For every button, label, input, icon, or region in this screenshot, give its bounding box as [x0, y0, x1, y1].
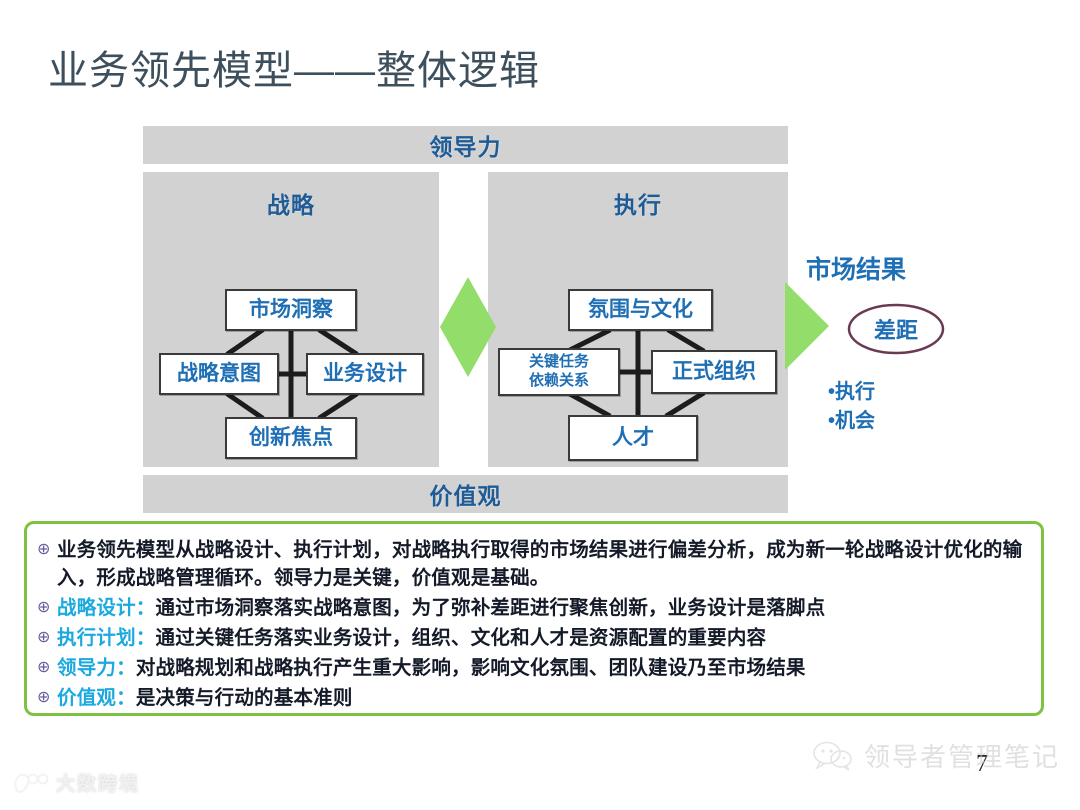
watermark-right: 领导者管理笔记: [812, 737, 1060, 774]
node-formal-organization[interactable]: 正式组织: [651, 350, 777, 394]
wechat-icon: [813, 741, 852, 771]
summary-body: 是决策与行动的基本准则: [135, 687, 353, 709]
summary-body: 对战略规划和战略执行产生重大影响，影响文化氛围、团队建设乃至市场结果: [135, 657, 806, 679]
summary-body: 通过关键任务落实业务设计，组织、文化和人才是资源配置的重要内容: [155, 627, 767, 649]
watermark-right-text: 领导者管理笔记: [863, 742, 1060, 772]
market-results-section: 市场结果 差距 •执行 •机会: [806, 250, 946, 436]
leadership-band-label: 领导力: [429, 134, 502, 160]
list-item: •机会: [828, 407, 946, 436]
result-bullet-label: 机会: [835, 410, 876, 432]
strategy-panel-label: 战略: [267, 192, 315, 218]
summary-text: 业务领先模型从战略设计、执行计划，对战略执行取得的市场结果进行偏差分析，成为新一…: [57, 536, 1027, 592]
summary-body: 业务领先模型从战略设计、执行计划，对战略执行取得的市场结果进行偏差分析，成为新一…: [57, 539, 1023, 589]
node-key-tasks-line1: 关键任务: [528, 353, 589, 371]
node-market-insight[interactable]: 市场洞察: [225, 289, 357, 331]
crosshair-bullet-icon: ⊕: [37, 689, 51, 706]
node-innovation-focus[interactable]: 创新焦点: [225, 417, 357, 459]
gap-ellipse: 差距: [846, 302, 946, 356]
market-results-bullets: •执行 •机会: [828, 378, 946, 436]
list-item: •执行: [828, 378, 946, 407]
summary-text: 执行计划：通过关键任务落实业务设计，组织、文化和人才是资源配置的重要内容: [57, 624, 1027, 652]
page-number: 7: [976, 751, 988, 777]
node-atmosphere-culture[interactable]: 氛围与文化: [568, 289, 713, 331]
summary-row: ⊕ 领导力：对战略规划和战略执行产生重大影响，影响文化氛围、团队建设乃至市场结果: [37, 654, 1027, 682]
values-band: 价值观: [143, 475, 788, 513]
gap-ellipse-icon: [847, 303, 945, 355]
brand-logo-icon: [14, 773, 48, 793]
summary-box: ⊕ 业务领先模型从战略设计、执行计划，对战略执行取得的市场结果进行偏差分析，成为…: [24, 521, 1044, 716]
summary-row: ⊕ 战略设计：通过市场洞察落实战略意图，为了弥补差距进行聚焦创新，业务设计是落脚…: [37, 594, 1027, 622]
summary-lead: 战略设计：: [57, 597, 156, 619]
summary-body: 通过市场洞察落实战略意图，为了弥补差距进行聚焦创新，业务设计是落脚点: [155, 597, 826, 619]
leadership-band: 领导力: [143, 126, 788, 164]
result-bullet-label: 执行: [835, 381, 876, 403]
node-key-tasks-line2: 依赖关系: [528, 372, 589, 389]
summary-text: 战略设计：通过市场洞察落实战略意图，为了弥补差距进行聚焦创新，业务设计是落脚点: [57, 594, 1027, 622]
summary-text: 价值观：是决策与行动的基本准则: [57, 684, 1027, 712]
values-band-label: 价值观: [429, 483, 502, 509]
node-talent[interactable]: 人才: [568, 415, 698, 461]
watermark-left: 大数跨境: [14, 769, 140, 796]
strategy-panel: 战略 市场洞察 战略意图 业务设计 创新焦点: [143, 172, 439, 467]
summary-row: ⊕ 业务领先模型从战略设计、执行计划，对战略执行取得的市场结果进行偏差分析，成为…: [37, 536, 1027, 592]
gap-label: 差距: [873, 318, 918, 343]
watermark-left-text: 大数跨境: [56, 774, 141, 795]
summary-lead: 执行计划：: [57, 627, 156, 649]
bullet-dot-icon: •: [828, 410, 836, 432]
crosshair-bullet-icon: ⊕: [37, 659, 51, 676]
execution-panel: 执行 氛围与文化 关键任务 依赖关系 正式组织 人才: [488, 172, 788, 467]
execution-panel-label: 执行: [614, 192, 662, 218]
bullet-dot-icon: •: [828, 381, 836, 403]
crosshair-bullet-icon: ⊕: [37, 599, 51, 616]
node-key-tasks[interactable]: 关键任务 依赖关系: [498, 348, 620, 396]
summary-lead: 价值观：: [57, 687, 136, 709]
page-title: 业务领先模型——整体逻辑: [48, 49, 540, 93]
market-results-title: 市场结果: [806, 256, 907, 284]
node-business-design[interactable]: 业务设计: [306, 353, 424, 395]
summary-lead: 领导力：: [57, 657, 136, 679]
crosshair-bullet-icon: ⊕: [37, 541, 51, 558]
summary-text: 领导力：对战略规划和战略执行产生重大影响，影响文化氛围、团队建设乃至市场结果: [57, 654, 1027, 682]
summary-row: ⊕ 执行计划：通过关键任务落实业务设计，组织、文化和人才是资源配置的重要内容: [37, 624, 1027, 652]
summary-row: ⊕ 价值观：是决策与行动的基本准则: [37, 684, 1027, 712]
node-strategic-intent[interactable]: 战略意图: [159, 353, 279, 395]
crosshair-bullet-icon: ⊕: [37, 629, 51, 646]
